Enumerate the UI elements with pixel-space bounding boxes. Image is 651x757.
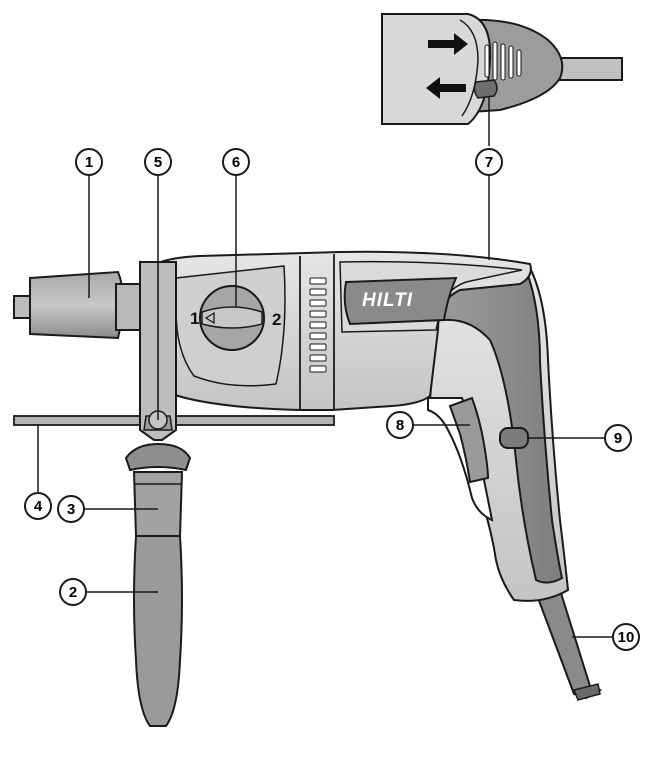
drill-handle <box>427 266 603 701</box>
drill-body: HILTI 1 2 <box>13 250 532 411</box>
svg-text:5: 5 <box>154 154 162 171</box>
svg-text:4: 4 <box>34 498 43 515</box>
inset-switch-detail <box>381 13 623 146</box>
svg-text:10: 10 <box>618 629 635 646</box>
callout-markers: 1 2 3 4 5 6 7 8 <box>24 148 640 651</box>
dial-label-left: 1 <box>190 309 199 328</box>
svg-text:2: 2 <box>69 584 77 601</box>
svg-text:3: 3 <box>67 501 75 518</box>
callout-9: 9 <box>604 424 632 452</box>
svg-text:9: 9 <box>614 430 622 447</box>
callout-10: 10 <box>612 623 640 651</box>
brand-label: HILTI <box>362 290 413 311</box>
dial-label-right: 2 <box>272 310 281 329</box>
svg-text:8: 8 <box>396 417 404 434</box>
callout-7: 7 <box>475 148 503 176</box>
side-handle-assembly <box>13 261 335 727</box>
callout-5: 5 <box>144 148 172 176</box>
svg-text:7: 7 <box>485 154 493 171</box>
callout-1: 1 <box>75 148 103 176</box>
callout-6: 6 <box>222 148 250 176</box>
svg-text:6: 6 <box>232 154 240 171</box>
svg-text:1: 1 <box>85 154 93 171</box>
callout-4: 4 <box>24 492 52 520</box>
callout-8: 8 <box>386 411 414 439</box>
callout-3: 3 <box>57 495 85 523</box>
leader-lines <box>37 176 612 638</box>
callout-2: 2 <box>59 578 87 606</box>
